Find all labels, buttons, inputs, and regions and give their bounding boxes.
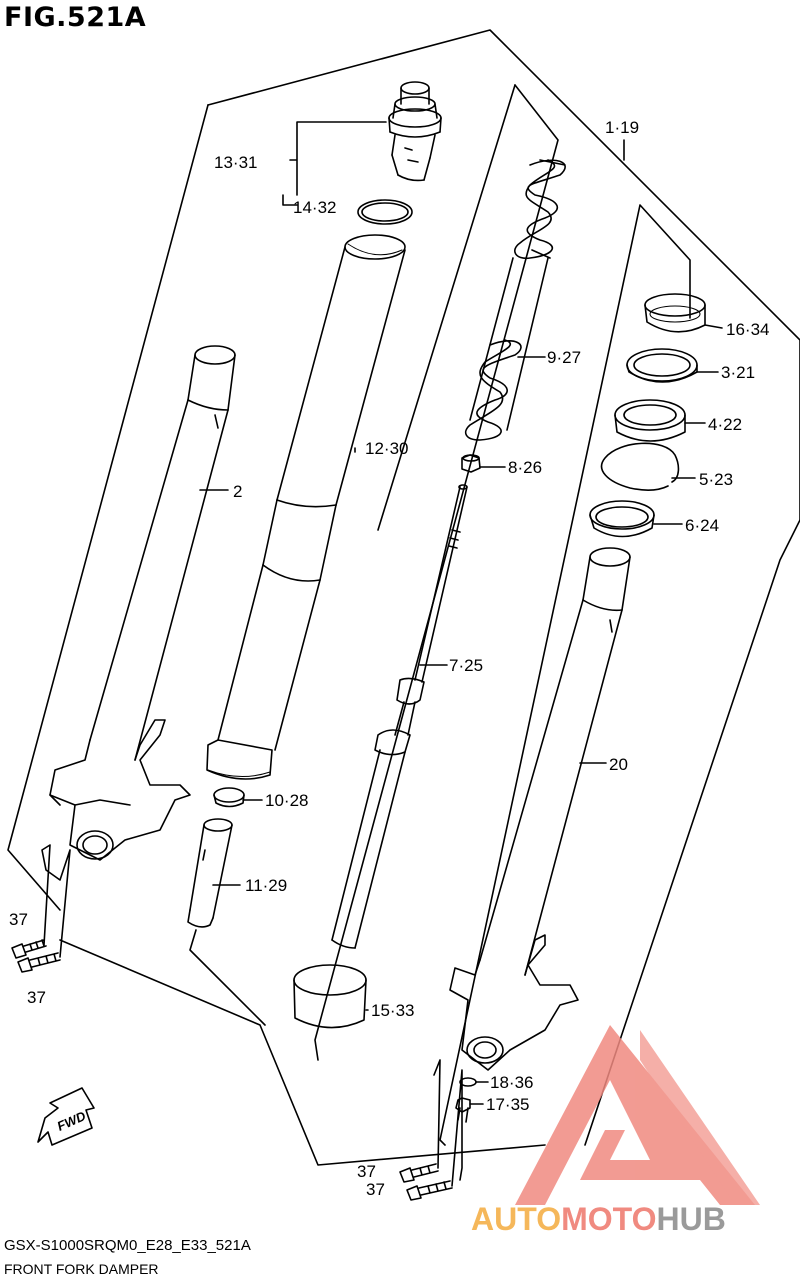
fork-spring-lower <box>464 339 522 441</box>
o-ring <box>357 199 413 225</box>
label-37b: 37 <box>27 988 46 1007</box>
subframe-right-lower <box>584 519 800 1146</box>
oil-lock-piece <box>213 787 245 808</box>
label-37c: 37 <box>357 1162 376 1181</box>
subframe-right <box>439 204 691 1146</box>
label-20: 20 <box>609 755 628 774</box>
fwd-arrow-icon: FWD <box>37 1087 95 1146</box>
fork-spring-upper <box>514 159 566 260</box>
dust-seal <box>589 500 655 538</box>
subframe-center <box>314 84 559 1061</box>
subframe-left <box>189 929 266 1026</box>
label-1-19: 1·19 <box>605 118 639 137</box>
axle-pinch-bolts-right <box>399 1059 463 1201</box>
label-10-28: 10·28 <box>265 791 308 810</box>
subframe-center-left <box>377 84 516 531</box>
leader-12-30 <box>312 448 355 490</box>
slide-bushing-collar <box>644 293 706 333</box>
label-16-34: 16·34 <box>726 320 769 339</box>
outer-tube <box>206 234 406 780</box>
label-3-21: 3·21 <box>721 363 755 382</box>
axle-pinch-bolts-left <box>11 844 71 973</box>
label-37a: 37 <box>9 910 28 929</box>
watermark-text: AUTOMOTOHUB <box>471 1201 726 1237</box>
label-4-22: 4·22 <box>708 415 742 434</box>
watermark-logo <box>515 1025 760 1205</box>
label-7-25: 7·25 <box>449 656 483 675</box>
leader-16-34 <box>704 324 723 329</box>
label-37d: 37 <box>366 1180 385 1199</box>
label-14-32: 14·32 <box>293 198 336 217</box>
assembly-outline-bottom <box>59 939 546 1166</box>
damper-rod <box>331 484 468 949</box>
label-9-27: 9·27 <box>547 348 581 367</box>
leader-13-31 <box>282 121 387 206</box>
label-5-23: 5·23 <box>699 470 733 489</box>
spacer-collar <box>293 964 367 1029</box>
figure-caption: FRONT FORK DAMPER <box>4 1261 159 1277</box>
lock-nut <box>461 454 481 473</box>
model-code: GSX-S1000SRQM0_E28_E33_521A <box>4 1237 251 1254</box>
assembly-outline-left <box>7 104 209 911</box>
label-11-29: 11·29 <box>245 876 287 895</box>
label-17-35: 17·35 <box>486 1095 529 1114</box>
fork-cap-assembly <box>388 81 442 182</box>
label-6-24: 6·24 <box>685 516 719 535</box>
label-13-31: 13·31 <box>214 153 257 172</box>
stopper-ring <box>600 442 680 491</box>
seal-washer <box>626 348 698 383</box>
label-8-26: 8·26 <box>508 458 542 477</box>
label-15-33: 15·33 <box>371 1001 414 1020</box>
damper-rod-sleeve <box>469 257 549 431</box>
label-12-30: 12·30 <box>365 439 408 458</box>
label-2: 2 <box>233 482 242 501</box>
oil-seal <box>614 399 686 442</box>
bottom-piston <box>187 818 233 928</box>
figure-title: FIG.521A <box>4 2 147 33</box>
label-18-36: 18·36 <box>490 1073 533 1092</box>
inner-tube-right <box>449 547 631 1071</box>
inner-tube-left <box>49 345 236 861</box>
assembly-outline <box>207 29 800 521</box>
